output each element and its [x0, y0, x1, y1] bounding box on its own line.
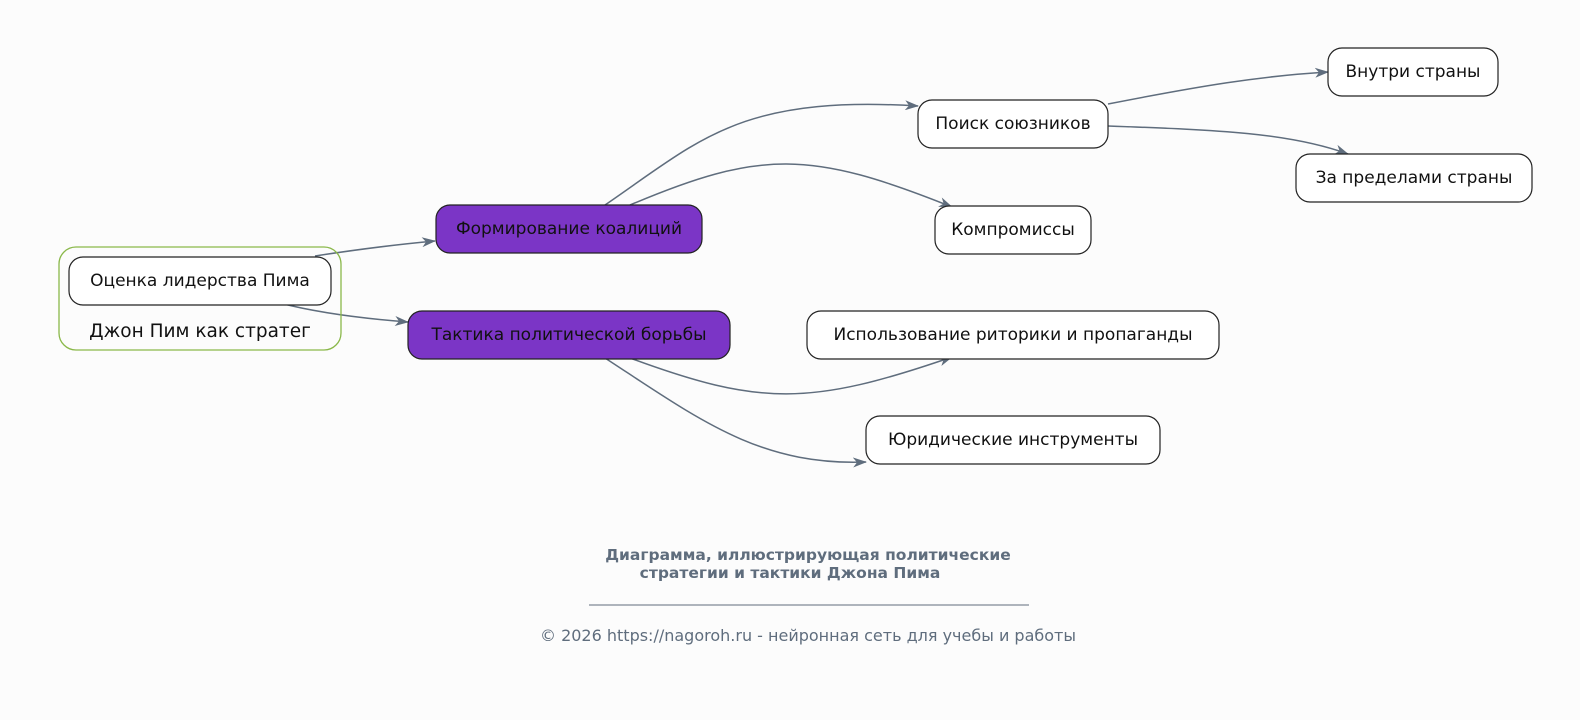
node-coalitions[interactable]: Формирование коалиций — [435, 204, 703, 254]
node-coalitions-label: Формирование коалиций — [456, 219, 682, 239]
node-root-box — [68, 256, 332, 306]
node-tactics-box — [407, 310, 731, 360]
node-rhetoric[interactable]: Использование риторики и пропаганды — [806, 310, 1220, 360]
edge-tactics-to-legal — [604, 357, 867, 468]
node-coalitions-box — [435, 204, 703, 254]
group-label: Джон Пим как стратег — [89, 321, 311, 342]
node-compromises-label: Компромиссы — [951, 220, 1075, 240]
group-border — [58, 246, 342, 351]
group-john-pym: Джон Пим как стратег — [58, 246, 342, 351]
edge-root-to-coalitions — [314, 237, 436, 257]
node-abroad-label: За пределами страны — [1316, 168, 1513, 188]
edges — [279, 67, 1349, 468]
caption-line-1: Диаграмма, иллюстрирующая политические — [605, 546, 1010, 564]
node-tactics-label: Тактика политической борьбы — [430, 325, 706, 345]
node-legal-label: Юридические инструменты — [888, 430, 1138, 450]
node-legal[interactable]: Юридические инструменты — [865, 415, 1161, 465]
diagram-caption: Диаграмма, иллюстрирующая политические с… — [589, 546, 1029, 606]
node-domestic[interactable]: Внутри страны — [1327, 47, 1499, 97]
node-tactics[interactable]: Тактика политической борьбы — [407, 310, 731, 360]
edge-coalitions-to-compromises — [629, 163, 953, 208]
node-domestic-label: Внутри страны — [1346, 62, 1481, 82]
node-abroad[interactable]: За пределами страны — [1295, 153, 1533, 203]
edge-allies-to-domestic — [1107, 67, 1329, 105]
node-root[interactable]: Оценка лидерства Пима — [68, 256, 332, 306]
node-allies[interactable]: Поиск союзников — [917, 99, 1109, 149]
edge-root-to-tactics — [279, 302, 409, 326]
node-domestic-box — [1327, 47, 1499, 97]
node-compromises[interactable]: Компромиссы — [934, 205, 1092, 255]
node-allies-box — [917, 99, 1109, 149]
node-legal-box — [865, 415, 1161, 465]
node-allies-label: Поиск союзников — [935, 114, 1090, 134]
footer-copyright: © 2026 https://nagoroh.ru - нейронная се… — [540, 626, 1076, 645]
node-compromises-box — [934, 205, 1092, 255]
edge-allies-to-abroad — [1107, 125, 1349, 155]
node-root-label: Оценка лидерства Пима — [90, 271, 310, 291]
node-rhetoric-label: Использование риторики и пропаганды — [833, 325, 1192, 345]
caption-line-2: стратегии и тактики Джона Пима — [640, 564, 941, 582]
node-rhetoric-box — [806, 310, 1220, 360]
edge-tactics-to-rhetoric — [629, 356, 953, 395]
edge-coalitions-to-allies — [604, 100, 919, 206]
node-abroad-box — [1295, 153, 1533, 203]
